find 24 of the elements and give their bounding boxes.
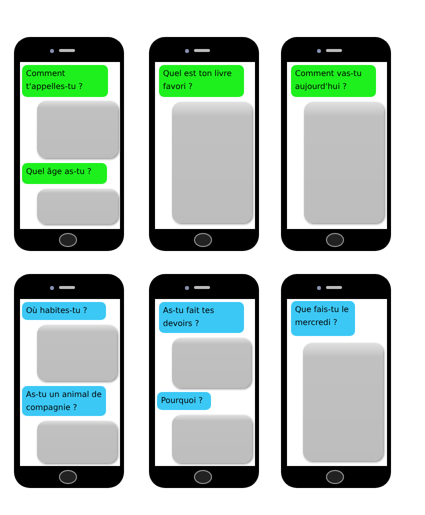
answer-box	[37, 101, 118, 158]
answer-box	[304, 102, 384, 223]
question-bubble: Que fais-tu le mercredi ?	[291, 301, 355, 336]
phone-drawing	[281, 274, 391, 488]
question-bubble: Pourquoi ?	[157, 392, 211, 410]
phone-drawing	[149, 274, 259, 488]
answer-box	[37, 421, 117, 463]
question-bubble: As-tu un animal de compagnie ?	[22, 386, 106, 416]
question-bubble: As-tu fait tes devoirs ?	[159, 302, 244, 333]
phone-drawing	[14, 274, 124, 488]
question-bubble: Comment vas-tu aujourd'hui ?	[291, 65, 376, 97]
phone-drawing	[281, 37, 391, 251]
phone-drawing	[14, 37, 124, 251]
answer-box	[172, 102, 252, 223]
question-bubble: Quel âge as-tu ?	[22, 163, 107, 184]
answer-box	[37, 189, 118, 224]
question-bubble: Comment t'appelles-tu ?	[22, 65, 108, 97]
answer-box	[303, 343, 383, 461]
phone-drawing	[149, 37, 259, 251]
answer-box	[37, 325, 117, 381]
question-bubble: Où habites-tu ?	[22, 302, 106, 320]
question-bubble: Quel est ton livre favori ?	[159, 65, 244, 97]
answer-box	[172, 338, 251, 388]
answer-box	[172, 415, 252, 463]
